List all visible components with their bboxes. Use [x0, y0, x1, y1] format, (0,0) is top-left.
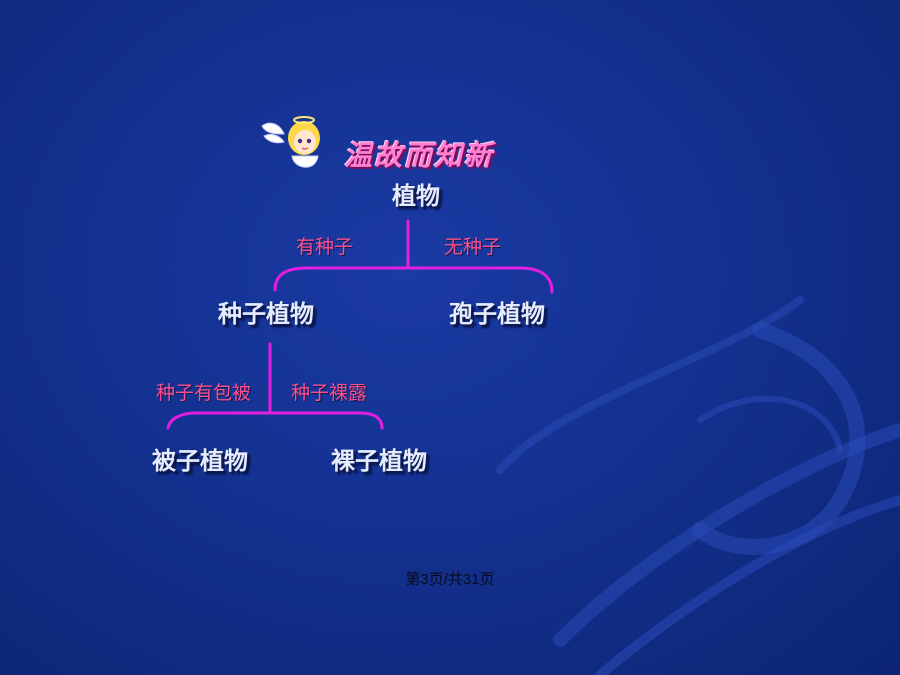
edge-label-seeds-covered: 种子有包被 [156, 382, 252, 404]
node-plants: 植物 [392, 182, 440, 210]
edge-label-seeds-naked: 种子裸露 [291, 382, 368, 404]
edge-label-has-seeds: 有种子 [296, 236, 354, 258]
angel-icon [261, 116, 320, 168]
level1-bracket [273, 266, 554, 294]
node-seed-plants: 种子植物 [218, 300, 314, 328]
level2-bracket [166, 411, 384, 430]
node-angiosperms: 被子植物 [152, 447, 248, 475]
edge-label-no-seeds: 无种子 [444, 236, 502, 258]
slide-title: 温故而知新 [344, 139, 495, 172]
node-spore-plants: 孢子植物 [449, 300, 545, 328]
node-gymnosperms: 裸子植物 [331, 447, 427, 475]
page-number-footer: 第3页/共31页 [405, 571, 495, 588]
